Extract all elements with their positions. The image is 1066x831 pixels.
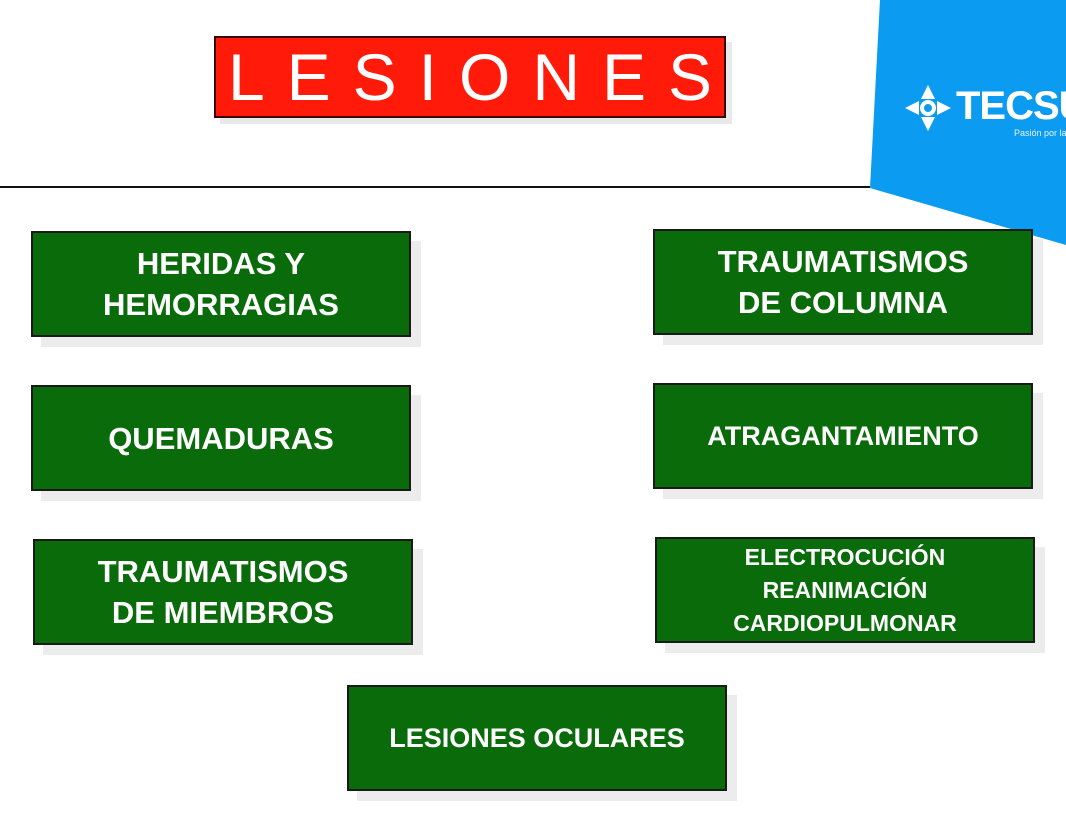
box-electrocucion-rcp: ELECTROCUCIÓN REANIMACIÓN CARDIOPULMONAR bbox=[655, 537, 1035, 643]
box-quemaduras: QUEMADURAS bbox=[31, 385, 411, 491]
logo-background bbox=[870, 0, 1066, 245]
box-electrocucion-label: ELECTROCUCIÓN REANIMACIÓN CARDIOPULMONAR bbox=[733, 543, 957, 636]
logo-tagline: Pasión por la bbox=[1014, 128, 1066, 138]
box-atragantamiento-label: ATRAGANTAMIENTO bbox=[707, 420, 979, 451]
box-oculares-label: LESIONES OCULARES bbox=[389, 722, 685, 753]
box-lesiones-oculares: LESIONES OCULARES bbox=[347, 685, 727, 791]
logo-wordmark: TECSU bbox=[956, 84, 1066, 128]
box-atragantamiento: ATRAGANTAMIENTO bbox=[653, 383, 1033, 489]
divider-line bbox=[0, 186, 870, 188]
box-traumatismos-miembros: TRAUMATISMOS DE MIEMBROS bbox=[33, 539, 413, 645]
box-columna-label: TRAUMATISMOS DE COLUMNA bbox=[717, 244, 969, 320]
box-quemaduras-label: QUEMADURAS bbox=[108, 420, 334, 456]
box-heridas-hemorragias: HERIDAS Y HEMORRAGIAS bbox=[31, 231, 411, 337]
tecsu-emblem-icon bbox=[905, 85, 951, 131]
page-title-text: LESIONES bbox=[227, 40, 735, 114]
page-title: LESIONES bbox=[214, 36, 726, 118]
box-traumatismos-columna: TRAUMATISMOS DE COLUMNA bbox=[653, 229, 1033, 335]
logo-banner bbox=[870, 0, 1066, 245]
box-miembros-label: TRAUMATISMOS DE MIEMBROS bbox=[97, 554, 349, 630]
box-heridas-label: HERIDAS Y HEMORRAGIAS bbox=[103, 246, 339, 322]
